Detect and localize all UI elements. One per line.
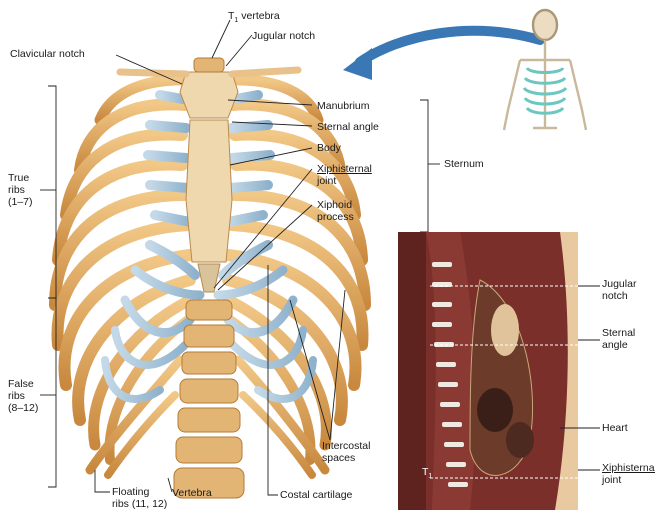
vertebra-label: Vertebra: [172, 487, 212, 499]
t1-photo-label: T1: [422, 466, 432, 483]
arrowhead-icon: [343, 48, 372, 80]
manubrium-label: Manubrium: [317, 100, 370, 112]
right-ribs: [228, 80, 365, 475]
sternal-angle-photo-label: Sternal angle: [602, 327, 635, 351]
jugular-notch-label: Jugular notch: [252, 30, 315, 42]
xiphisternal-joint-photo-label: Xiphisternal joint: [602, 462, 655, 486]
t1-vertebra-label: T1 vertebra: [228, 10, 280, 27]
sternal-angle-label: Sternal angle: [317, 121, 379, 133]
jugular-notch-photo-label: Jugular notch: [602, 278, 636, 302]
xiphisternal-joint-label: Xiphisternal joint: [317, 163, 372, 187]
true-ribs-label: True ribs (1–7): [8, 172, 33, 208]
vertebral-column: [174, 300, 244, 498]
t1-vertebra-bone: [194, 58, 224, 72]
left-ribs: [55, 80, 190, 475]
floating-ribs-label: Floating ribs (11, 12): [112, 486, 167, 510]
costal-cartilage-label: Costal cartilage: [280, 489, 352, 501]
heart-label: Heart: [602, 422, 628, 434]
body-label: Body: [317, 142, 341, 154]
sternum-label: Sternum: [444, 158, 484, 170]
clavicular-notch-label: Clavicular notch: [10, 48, 85, 60]
intercostal-spaces-label: Intercostal spaces: [322, 440, 370, 464]
xiphoid-process-label: Xiphoid process: [317, 199, 354, 223]
false-ribs-label: False ribs (8–12): [8, 378, 38, 414]
arrow-to-skeleton-icon: [360, 31, 540, 62]
